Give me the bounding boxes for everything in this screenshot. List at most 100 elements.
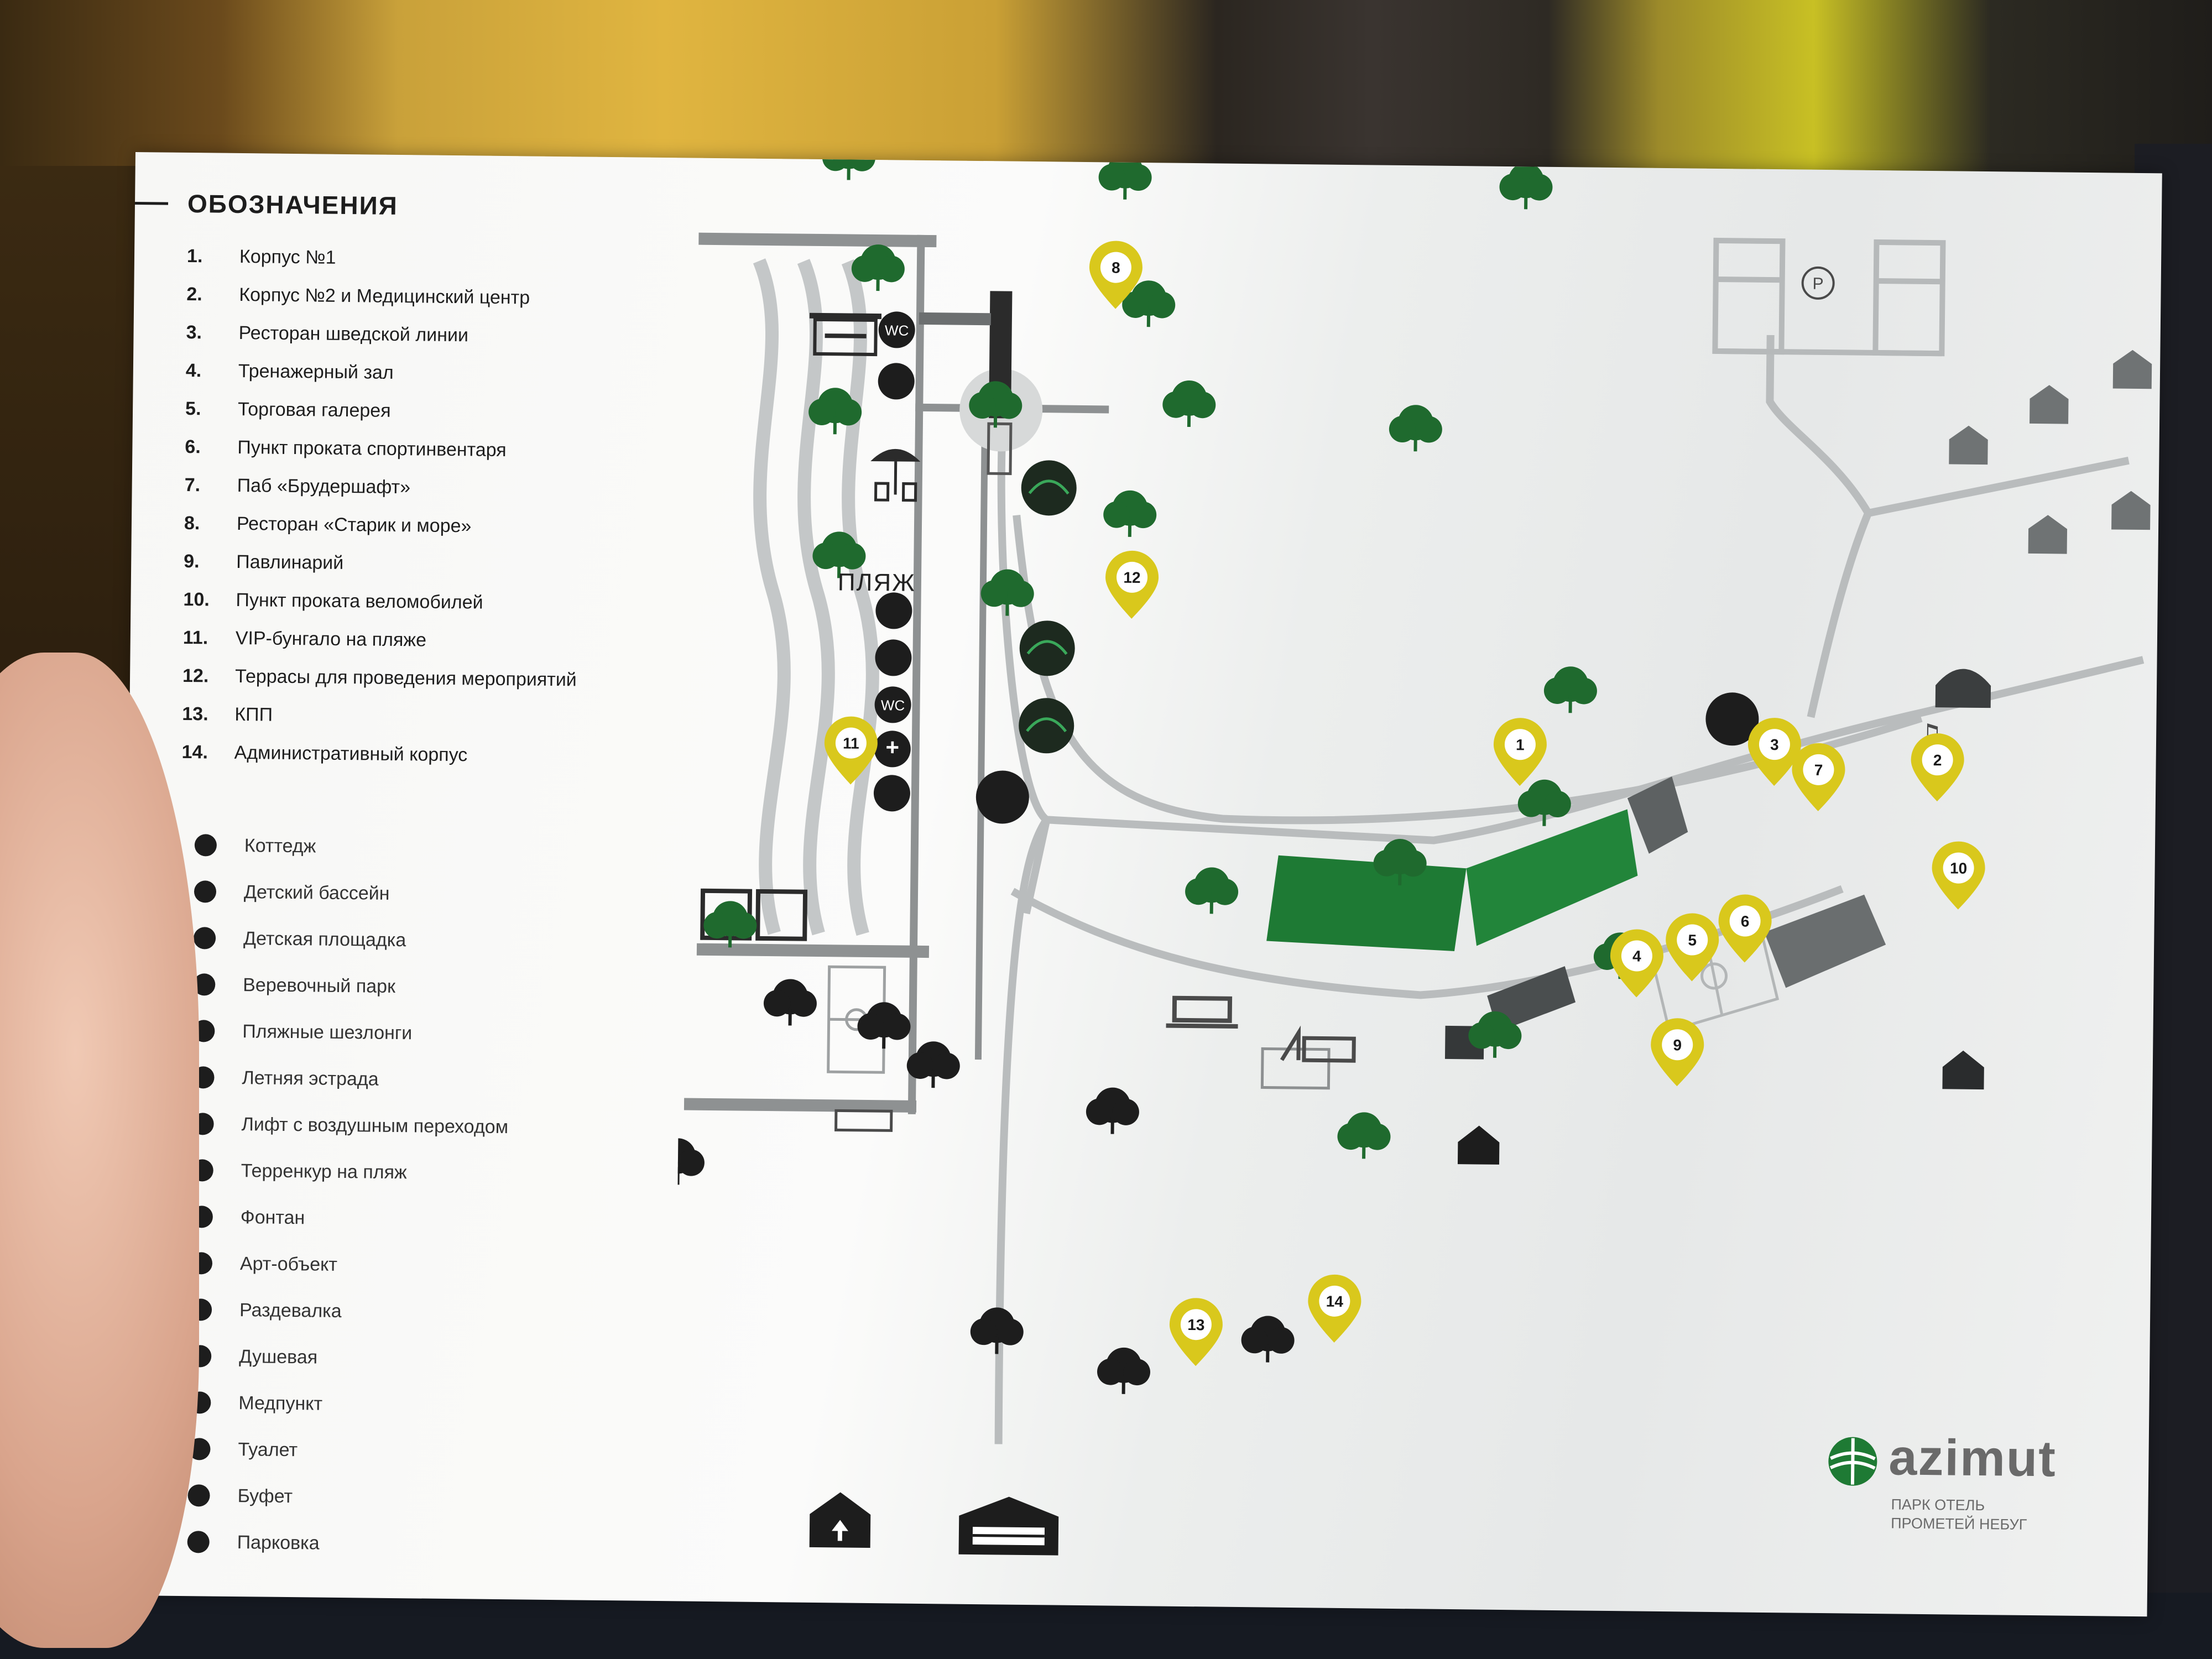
legend-item-label: Ресторан шведской линии [238,322,469,346]
tree-icon [822,152,875,180]
legend-symbol-label: Лифт с воздушным переходом [241,1113,509,1138]
tree-icon [812,531,866,578]
tree-icon [851,244,905,291]
pin-label: 11 [843,734,859,752]
symbol-glyph [194,880,217,903]
legend-item: 13.КПП [182,703,576,745]
tree-icon [857,1002,911,1049]
pin-label: 12 [1123,569,1140,586]
photo-background-top [0,0,2212,182]
legend-symbol-label: Терренкур на пляж [241,1160,407,1183]
pin-2: 2 [1911,733,1964,802]
legend-symbol-row: Коттедж [166,822,511,872]
art-object-icon [975,770,1029,824]
tree-icon [1543,666,1597,713]
cottages [1949,349,2152,554]
pin-label: 10 [1950,859,1967,877]
legend-item-label: Террасы для проведения мероприятий [234,665,577,691]
tree-icon [1098,153,1152,200]
legend-symbol-row: Душевая [161,1333,506,1383]
tree-icon [703,901,757,948]
beach-sand-stripes [753,258,879,936]
legend-item-label: Пункт проката веломобилей [236,589,483,613]
legend-symbol-label: Душевая [239,1345,318,1368]
legend-item-number: 8. [184,512,200,534]
brand-subtitle-2: ПРОМЕТЕЙ НЕБУГ [1891,1515,2027,1533]
tree-icon [1122,280,1176,327]
beach-service-icons [873,311,915,812]
legend-item: 1. Корпус №1 [187,246,581,288]
legend-item-label: Торговая галерея [237,398,391,421]
building-1 [1266,809,1638,952]
legend-item-label: КПП [234,703,273,726]
tree-icon [1337,1112,1391,1159]
symbol-glyph [187,1484,210,1507]
kids-pool-icon [1260,1047,1331,1090]
legend-item-number: 3. [186,321,202,343]
legend-symbol-label: Детская площадка [243,927,406,951]
legend-symbol-row: Раздевалка [162,1286,507,1337]
legend-title: ОБОЗНАЧЕНИЯ [187,189,399,220]
legend-item-label: VIP-бунгало на пляже [235,627,427,651]
first-aid-icon: + [885,734,899,760]
legend-symbol-label: Веревочный парк [243,974,396,997]
tree-icon [1517,779,1571,826]
tree-icon [1468,1011,1522,1058]
legend-symbol-label: Коттедж [244,834,316,857]
beach-lounger-icon [870,449,921,502]
pin-1: 1 [1493,718,1547,786]
building-2 [1764,894,1886,988]
pin-label: 1 [1516,736,1525,753]
brand-logo: azimut ПАРК ОТЕЛЬ ПРОМЕТЕЙ НЕБУГ [1825,1429,2057,1533]
legend-title-dash [135,201,169,205]
beach-label: ПЛЯЖ [837,568,916,597]
legend-symbol-label: Пляжные шезлонги [242,1020,413,1044]
legend-item: 12. Террасы для проведения мероприятий [182,665,577,707]
legend-item-number: 1. [186,245,203,267]
legend-item-number: 10. [183,588,210,611]
tree-icon [651,1138,705,1185]
tree-icon [1241,1316,1295,1363]
legend-item: 6. Пункт проката спортинвентаря [185,436,579,478]
elevator-icon [919,291,1043,476]
legend-symbol-row: Летняя эстрада [164,1054,509,1104]
volleyball-net [834,1109,893,1132]
legend-symbol-label: Летняя эстрада [242,1067,379,1090]
pin-label: 6 [1741,912,1750,930]
brand-name: azimut [1888,1429,2057,1488]
rope-park-icon [1166,995,1238,1029]
tree-icon [1162,380,1216,427]
legend-item-number: 4. [185,359,202,382]
tree-icon [1185,867,1239,914]
legend-item-label: Тренажерный зал [238,360,394,383]
tree-icon [969,381,1022,428]
fountain-icon [1705,692,1759,746]
building-5-6 [1487,966,1576,1032]
pin-label: 9 [1673,1036,1682,1053]
legend-item-number: 12. [182,665,209,687]
pin-12: 12 [1105,550,1159,619]
tree-icon [1086,1087,1139,1134]
symbol-glyph [194,834,217,857]
pin-9: 9 [1651,1018,1704,1087]
legend-item-label: Пункт проката спортинвентаря [237,436,507,461]
legend-item-number: 6. [185,436,201,458]
legend-item-number: 14. [181,741,208,763]
toilet-icon: WC [885,322,909,338]
legend-symbol-label: Парковка [237,1531,320,1554]
admin-building-icon [958,1496,1059,1556]
legend-item-label: Корпус №1 [239,246,336,268]
legend-symbol-row: Медпункт [161,1379,505,1430]
tree-icon [970,1307,1024,1354]
legend-item: 3. Ресторан шведской линии [186,322,580,364]
legend-item-label: Административный корпус [234,742,468,766]
pin-label: 4 [1632,947,1641,964]
tree-icon [1373,839,1427,886]
pin-label: 13 [1187,1316,1204,1333]
pin-5: 5 [1666,913,1719,982]
legend-symbol-row: Детский бассейн [166,868,511,919]
pin-8: 8 [1089,241,1142,309]
legend-symbol-label: Туалет [238,1438,298,1460]
pin-label: 5 [1688,931,1697,948]
